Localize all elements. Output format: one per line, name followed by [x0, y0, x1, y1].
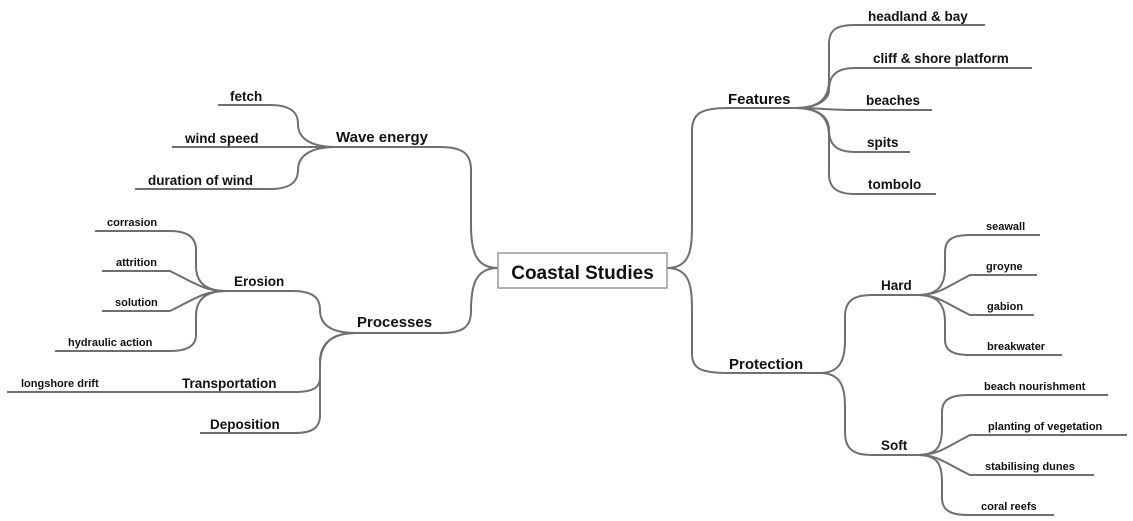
node-features: Features [728, 91, 791, 108]
edge-beach-nourishment [917, 394, 1108, 456]
leaf-attrition: attrition [116, 257, 157, 269]
edge-coral-reefs [917, 454, 1054, 516]
leaf-wind-speed: wind speed [184, 131, 259, 146]
edge-beaches [794, 107, 932, 111]
edge-root-features [666, 107, 795, 269]
edge-hydraulic-action [55, 290, 227, 352]
node-erosion: Erosion [234, 274, 284, 289]
leaf-breakwater: breakwater [987, 341, 1046, 353]
leaf-corrasion: corrasion [107, 217, 157, 229]
leaf-hydraulic-action: hydraulic action [68, 337, 153, 349]
node-transportation: Transportation [182, 376, 277, 391]
edge-seawall [917, 234, 1040, 296]
edge-duration-wind [135, 146, 337, 190]
leaf-cliff-shore-platform: cliff & shore platform [873, 51, 1009, 66]
leaf-planting-vegetation: planting of vegetation [988, 421, 1103, 433]
leaf-tombolo: tombolo [868, 177, 921, 192]
root-node-label: Coastal Studies [511, 263, 654, 284]
edge-protection-soft [819, 372, 918, 456]
edge-root-processes [356, 267, 499, 334]
edge-processes-deposition [200, 332, 357, 434]
leaf-spits: spits [867, 135, 899, 150]
leaf-stabilising-dunes: stabilising dunes [985, 461, 1075, 473]
edge-attrition [102, 270, 227, 292]
leaf-solution: solution [115, 297, 158, 309]
node-protection: Protection [729, 356, 803, 373]
node-deposition: Deposition [210, 417, 280, 432]
root-node-box [497, 252, 668, 289]
node-hard: Hard [881, 278, 912, 293]
edge-tombolo [794, 107, 936, 195]
edge-groyne [917, 274, 1037, 296]
leaf-coral-reefs: coral reefs [981, 501, 1037, 513]
edge-protection-hard [819, 294, 918, 374]
leaf-beaches: beaches [866, 93, 920, 108]
edge-cliff-shore [794, 67, 1032, 109]
leaf-beach-nourishment: beach nourishment [984, 381, 1086, 393]
leaf-seawall: seawall [986, 221, 1025, 233]
node-soft: Soft [881, 438, 908, 453]
edge-fetch [218, 104, 337, 148]
edge-root-protection [666, 267, 820, 374]
leaf-groyne: groyne [986, 261, 1023, 273]
leaf-longshore-drift: longshore drift [21, 378, 99, 390]
edge-corrasion [95, 230, 227, 292]
leaf-duration-of-wind: duration of wind [148, 173, 253, 188]
node-wave-energy: Wave energy [336, 129, 429, 146]
leaf-gabion: gabion [987, 301, 1023, 313]
leaf-headland-bay: headland & bay [868, 9, 968, 24]
edge-processes-erosion [226, 290, 357, 334]
edge-breakwater [917, 294, 1062, 356]
connectors [7, 24, 1127, 516]
edge-root-wave-energy [336, 146, 499, 269]
leaf-fetch: fetch [230, 89, 262, 104]
node-processes: Processes [357, 314, 432, 331]
edge-planting [917, 434, 1127, 456]
